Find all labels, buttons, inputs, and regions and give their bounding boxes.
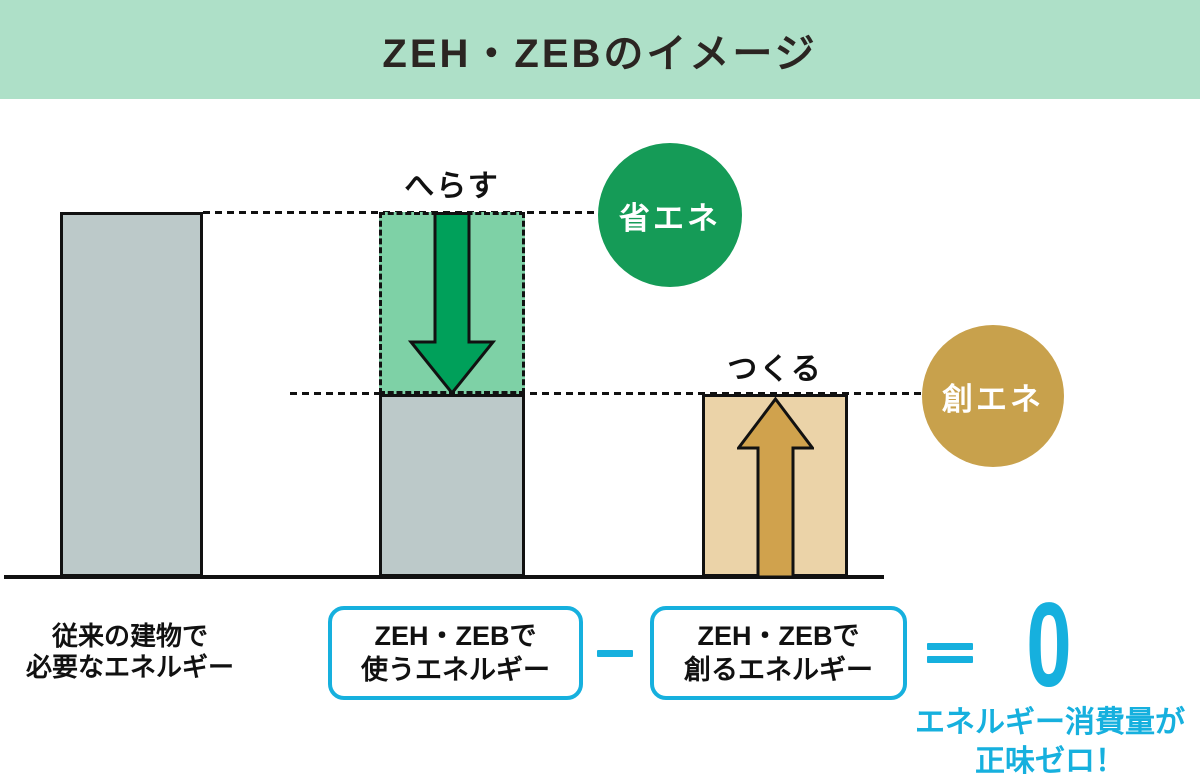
- dashed-level-line-mid: [290, 392, 922, 395]
- caption-conventional-line1: 従来の建物で: [51, 621, 208, 651]
- chart-baseline: [4, 575, 884, 579]
- caption-conventional: 従来の建物で 必要なエネルギー: [8, 621, 252, 683]
- reduce-label: へらす: [404, 170, 500, 203]
- save-energy-badge: 省エネ: [598, 143, 742, 287]
- net-zero-note-line1: エネルギー消費量が: [915, 706, 1185, 739]
- bar-conventional-energy: [60, 212, 203, 577]
- create-label: つくる: [727, 353, 823, 386]
- up-arrow-icon: [737, 396, 814, 577]
- caption-create-line1: ZEH・ZEBで: [697, 621, 860, 651]
- equals-sign-lower-bar: [927, 656, 973, 663]
- page-title: ZEH・ZEBのイメージ: [382, 31, 818, 76]
- caption-use-line1: ZEH・ZEBで: [374, 621, 537, 651]
- caption-create-energy-box: ZEH・ZEBで 創るエネルギー: [650, 606, 907, 700]
- header-banner: ZEH・ZEBのイメージ: [0, 0, 1200, 99]
- bar-zeh-used-energy: [379, 394, 525, 577]
- net-zero-note: エネルギー消費量が 正味ゼロ！: [900, 703, 1200, 780]
- minus-sign: [597, 650, 633, 657]
- zero-result-value: 0: [1026, 578, 1072, 712]
- caption-use-line2: 使うエネルギー: [361, 655, 550, 685]
- equals-sign: [927, 643, 973, 650]
- caption-create-line2: 創るエネルギー: [684, 655, 873, 685]
- down-arrow-icon: [407, 212, 497, 396]
- caption-use-energy-box: ZEH・ZEBで 使うエネルギー: [328, 606, 583, 700]
- save-energy-badge-label: 省エネ: [619, 200, 721, 236]
- caption-conventional-line2: 必要なエネルギー: [25, 652, 234, 682]
- net-zero-note-line2: 正味ゼロ！: [975, 745, 1125, 778]
- create-energy-badge-label: 創エネ: [942, 381, 1044, 417]
- create-energy-badge: 創エネ: [922, 325, 1064, 467]
